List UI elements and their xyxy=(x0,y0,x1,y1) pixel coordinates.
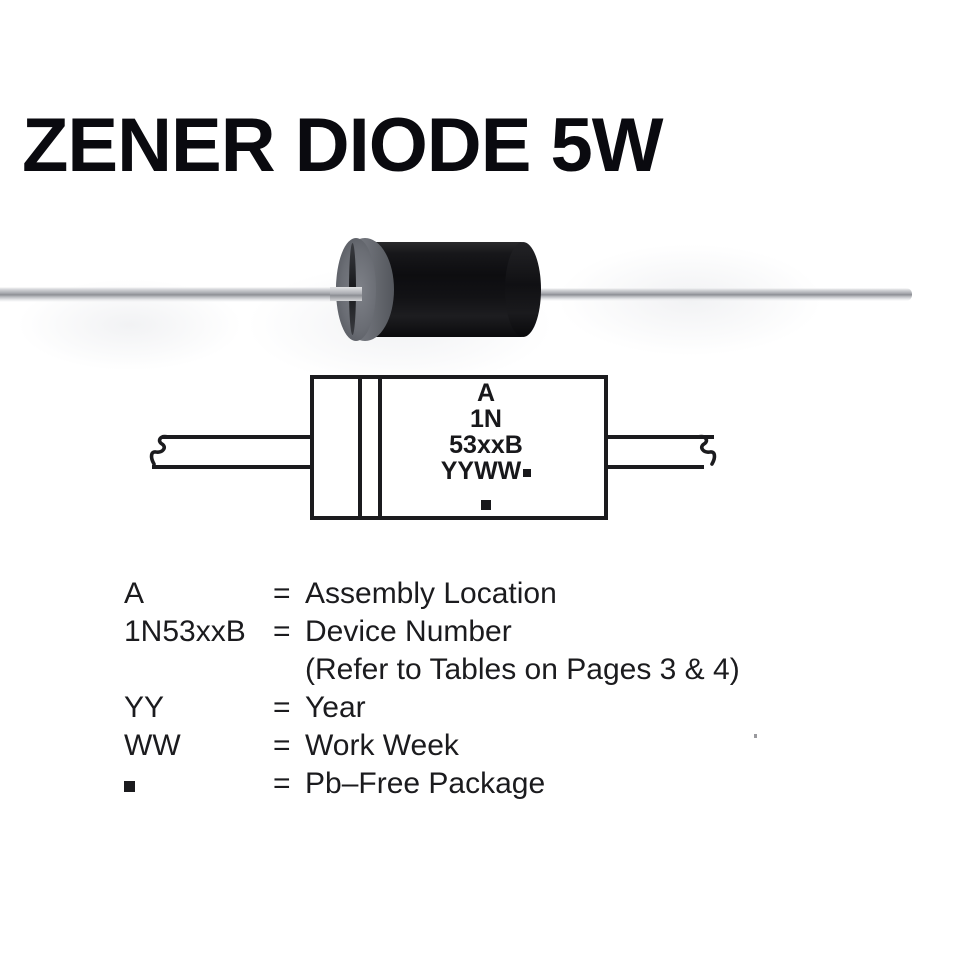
legend-description: Pb–Free Package xyxy=(305,767,546,800)
legend-symbol: WW xyxy=(124,729,181,762)
photo-diode-body xyxy=(372,242,525,337)
legend-row: A = Assembly Location xyxy=(0,575,970,613)
marking-line-assembly: A xyxy=(476,379,496,407)
photo-lead-left xyxy=(0,287,345,302)
legend-row: WW = Work Week xyxy=(0,727,970,765)
marking-line-device: 53xxB xyxy=(449,431,523,459)
pb-free-square-icon xyxy=(124,781,135,792)
scan-speck xyxy=(754,734,757,738)
legend-symbol-pb-free xyxy=(124,765,135,803)
legend-equals: = xyxy=(273,767,291,800)
package-band-line-2 xyxy=(378,375,382,520)
marking-line-datecode: YYWW xyxy=(400,458,572,484)
drawing-lead-left-top xyxy=(162,435,314,439)
drawing-lead-left-bottom xyxy=(152,465,314,469)
legend-symbol: A xyxy=(124,577,145,610)
marking-datecode-text: YYWW xyxy=(440,457,522,485)
legend-description: Device Number xyxy=(305,615,512,648)
diode-photo xyxy=(0,225,970,385)
drawing-lead-right-top xyxy=(604,435,714,439)
legend-description: Work Week xyxy=(305,729,459,762)
photo-body-end-right xyxy=(505,242,541,337)
lead-break-symbol-right-icon xyxy=(696,434,717,466)
legend-equals: = xyxy=(273,691,291,724)
marking-line-prefix: 1N xyxy=(470,405,502,433)
legend-symbol: YY xyxy=(124,691,165,724)
legend-row: YY = Year xyxy=(0,689,970,727)
package-marking-text: A 1N 53xxB YYWW xyxy=(400,380,572,484)
lead-break-symbol-left-icon xyxy=(149,434,170,466)
page-title: ZENER DIODE 5W xyxy=(22,103,663,188)
package-marking-diagram: A 1N 53xxB YYWW xyxy=(0,360,970,540)
pb-free-dot-icon xyxy=(481,500,491,510)
legend-row: 1N53xxB = Device Number xyxy=(0,613,970,651)
legend-equals: = xyxy=(273,615,291,648)
legend-description: (Refer to Tables on Pages 3 & 4) xyxy=(305,653,740,686)
pb-free-square-icon xyxy=(523,469,532,477)
legend-row: (Refer to Tables on Pages 3 & 4) xyxy=(0,651,970,689)
drawing-lead-right-bottom xyxy=(604,465,704,469)
legend-equals: = xyxy=(273,729,291,762)
legend-equals: = xyxy=(273,577,291,610)
legend-description: Year xyxy=(305,691,366,724)
package-band-line-1 xyxy=(358,375,362,520)
photo-lead-stub xyxy=(330,287,362,301)
legend-symbol: 1N53xxB xyxy=(124,615,246,648)
photo-lead-right xyxy=(525,288,912,301)
legend-row: = Pb–Free Package xyxy=(0,765,970,803)
legend-description: Assembly Location xyxy=(305,577,557,610)
